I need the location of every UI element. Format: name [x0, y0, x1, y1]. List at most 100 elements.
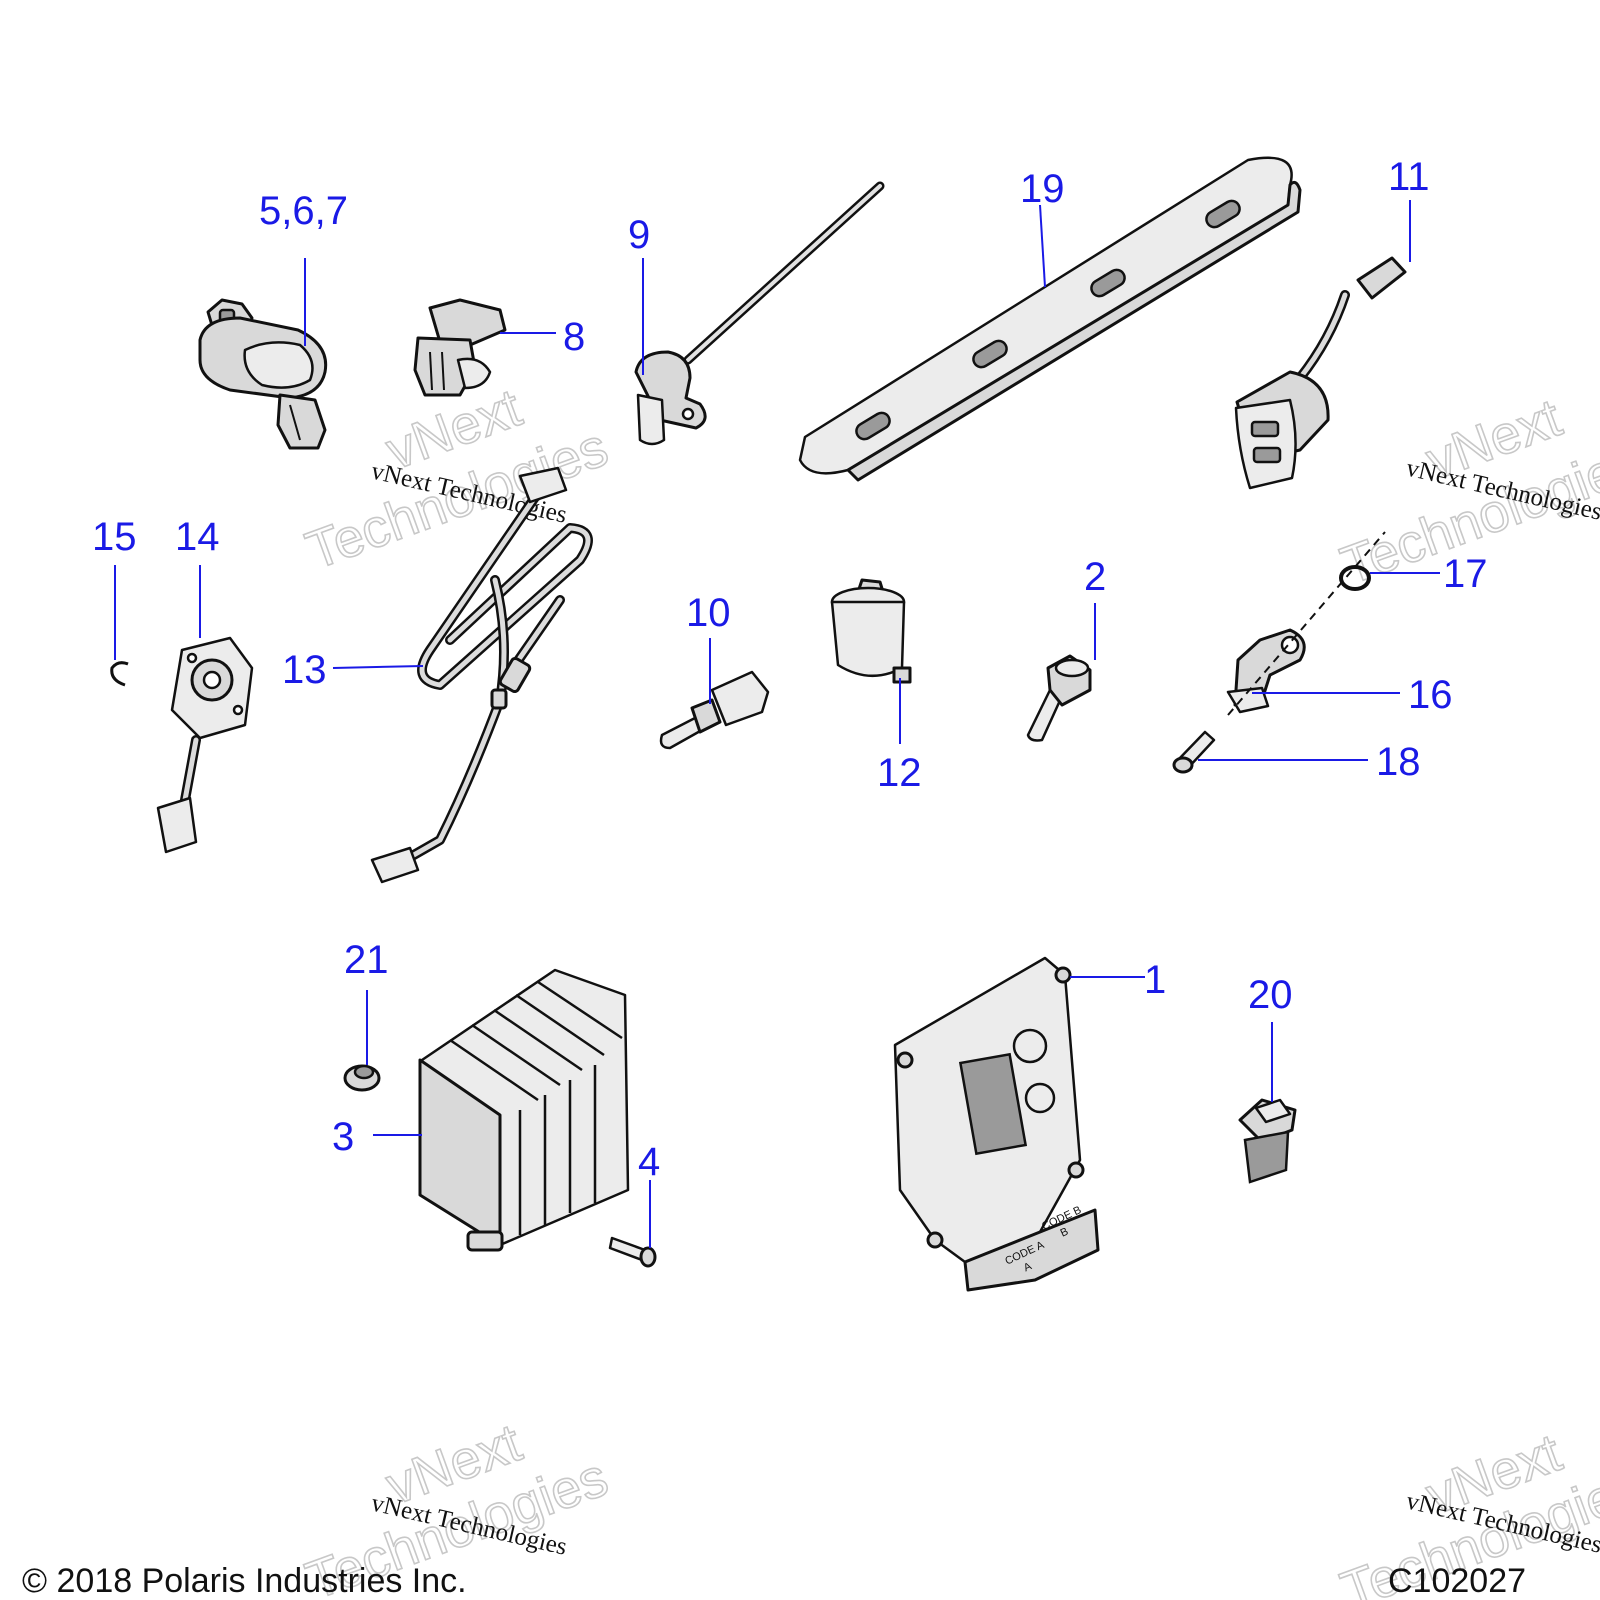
part-speed-sensor[interactable]: [634, 181, 885, 446]
ecu-mount-stud: [896, 1051, 914, 1069]
harness-terminal: [490, 688, 508, 710]
usb-port-socket: [1250, 420, 1280, 438]
relay-terminal: [892, 666, 912, 684]
regulator-fin: [493, 1008, 583, 1072]
ecu-vent: [1024, 1082, 1056, 1114]
position-sensor-screw: [186, 652, 198, 664]
ecu-vent: [1012, 1028, 1048, 1064]
callout-2: 2: [1084, 555, 1106, 599]
leader-13: [332, 665, 424, 669]
position-sensor-shaft-hole: [202, 670, 222, 690]
usb-port-cable: [1297, 292, 1348, 381]
part-wire-harness[interactable]: [370, 466, 593, 884]
o-ring: [1339, 565, 1371, 591]
part-key-switch[interactable]: [198, 298, 328, 450]
part-pin[interactable]: [1172, 730, 1216, 774]
callout-9: 9: [628, 213, 650, 257]
part-grommet[interactable]: [343, 1064, 381, 1092]
part-temp-sensor[interactable]: [659, 670, 770, 750]
bracket-plate-edge: [846, 180, 1302, 482]
ecu-label-panel: [958, 1052, 1028, 1156]
regulator-fin: [537, 980, 623, 1040]
bracket-plate-slot: [1090, 268, 1126, 298]
map-sensor-pin: [429, 351, 433, 391]
map-sensor-port: [456, 357, 492, 390]
probe-sensor-cap: [1054, 658, 1090, 678]
usb-port-plug: [1356, 256, 1407, 300]
key-switch-collar: [243, 341, 314, 389]
callout-14: 14: [175, 515, 220, 559]
leader-19: [1039, 204, 1046, 288]
callout-19: 19: [1020, 167, 1065, 211]
ecu-mount-stud: [1054, 966, 1072, 984]
ecu-mount-stud: [1067, 1161, 1085, 1179]
callout-4: 4: [638, 1140, 660, 1184]
leader-lines: [114, 200, 1440, 1248]
speed-sensor-mount-hole: [681, 407, 695, 421]
harness-sleeve: [498, 656, 532, 694]
elbow-fitting-bore: [1280, 635, 1300, 655]
key-switch-connector: [276, 393, 327, 450]
callout-12: 12: [877, 751, 922, 795]
ecu-code-b-sub: B: [1059, 1226, 1071, 1240]
grommet-hole: [353, 1064, 375, 1080]
callout-8: 8: [563, 315, 585, 359]
callout-15: 15: [92, 515, 137, 559]
part-rocker-switch[interactable]: [1238, 1098, 1297, 1184]
regulator-mount-foot: [466, 1230, 504, 1252]
regulator-fin: [449, 1038, 539, 1102]
rocker-switch-paddle: [1254, 1098, 1292, 1124]
position-sensor-screw: [232, 704, 244, 716]
temp-sensor-connector: [710, 670, 770, 727]
figure-id: C102027: [1388, 1562, 1526, 1600]
temp-sensor-probe: [659, 716, 704, 750]
bracket-plate-slot: [972, 339, 1008, 369]
part-o-ring[interactable]: [1339, 565, 1371, 591]
pin-head: [1172, 756, 1194, 774]
callout-567: 5,6,7: [259, 189, 348, 233]
callout-17: 17: [1443, 552, 1488, 596]
callout-1: 1: [1144, 958, 1166, 1002]
callout-10: 10: [686, 591, 731, 635]
key-switch-connector-rib: [289, 404, 301, 441]
assembly-axis-line: [1227, 531, 1386, 716]
callout-3: 3: [332, 1115, 354, 1159]
part-probe-sensor[interactable]: [1026, 654, 1092, 742]
harness-branch: [512, 597, 563, 668]
bolt-head: [639, 1246, 657, 1268]
part-bracket-plate[interactable]: [798, 156, 1302, 482]
part-bolt[interactable]: [608, 1236, 657, 1268]
callout-16: 16: [1408, 673, 1453, 717]
part-regulator[interactable]: [418, 968, 630, 1252]
bracket-plate-slot: [855, 411, 891, 441]
callout-20: 20: [1248, 973, 1293, 1017]
bracket-plate-slot: [1205, 199, 1241, 229]
position-sensor-connector: [156, 796, 198, 854]
usb-port-socket: [1252, 446, 1282, 464]
speed-sensor-rod: [686, 184, 882, 362]
callout-21: 21: [344, 938, 389, 982]
usb-port-face: [1234, 398, 1297, 490]
relay-can: [830, 600, 906, 678]
harness-loop: [419, 487, 591, 688]
part-usb-port[interactable]: [1234, 256, 1407, 490]
callout-13: 13: [282, 648, 327, 692]
part-position-sensor[interactable]: [156, 636, 254, 854]
part-clip[interactable]: [110, 661, 129, 687]
ecu-mount-stud: [926, 1231, 944, 1249]
part-relay[interactable]: [830, 578, 912, 684]
part-ecu[interactable]: CODE A A CODE B B: [893, 956, 1100, 1292]
regulator-fin: [471, 1023, 561, 1087]
callout-18: 18: [1376, 740, 1421, 784]
map-sensor-pin: [441, 351, 445, 391]
callout-labels: 5,6,7 8 9 19 11 15 14 13 10 12 2 17 16 1…: [92, 155, 1488, 1184]
rocker-switch-body: [1243, 1130, 1290, 1184]
speed-sensor-tip: [636, 393, 666, 446]
ecu-connector-block: [963, 1208, 1100, 1292]
clip-ring: [110, 661, 129, 687]
probe-sensor-tip: [1026, 688, 1064, 742]
harness-connector-bottom: [370, 846, 420, 884]
part-map-sensor[interactable]: [413, 298, 507, 397]
